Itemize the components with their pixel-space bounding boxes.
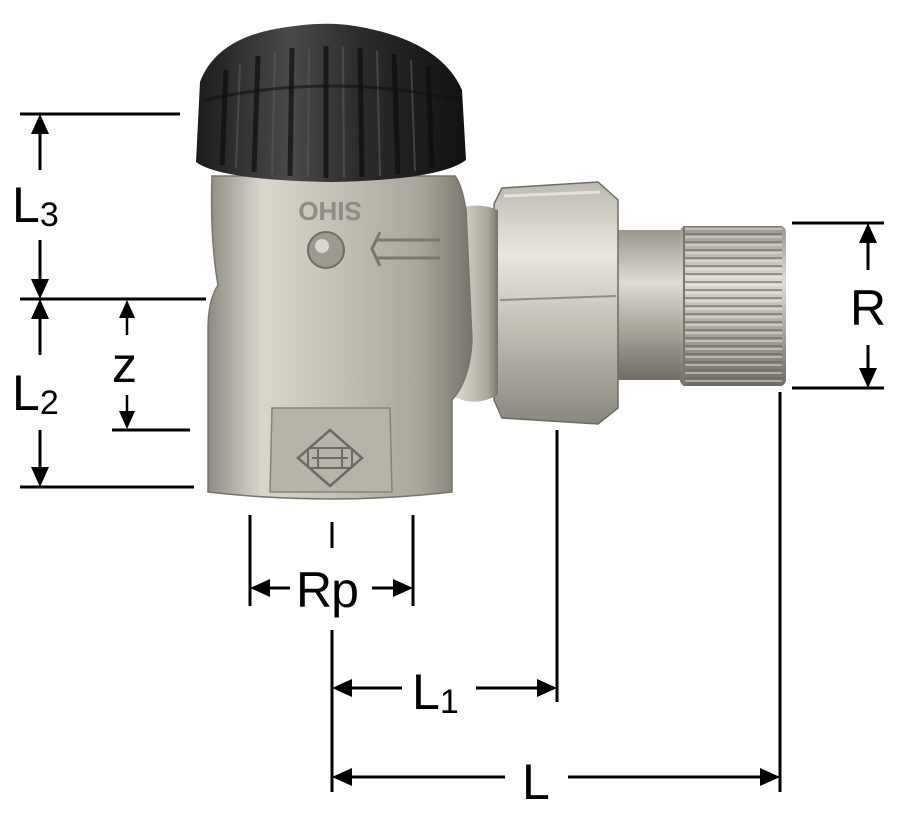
dimension-l1 <box>332 430 559 702</box>
label-l1: L1 <box>412 664 459 721</box>
flow-arrow-marking <box>370 231 440 267</box>
dimension-l3 <box>31 114 49 299</box>
label-l2: L2 <box>12 365 59 422</box>
body-marking: SIHO <box>298 196 362 226</box>
valve-cap <box>196 23 466 182</box>
label-l3: L3 <box>12 177 59 234</box>
manufacturer-emblem <box>296 428 364 488</box>
valve-body: SIHO <box>207 175 473 500</box>
union-nut <box>493 181 619 425</box>
label-rp: Rp <box>296 562 359 618</box>
dimension-l2 <box>31 299 49 487</box>
valve-illustration: SIHO <box>196 23 786 500</box>
label-z: z <box>112 337 137 393</box>
label-r: R <box>850 280 886 336</box>
dimension-r <box>792 221 884 390</box>
threaded-outlet <box>614 226 786 386</box>
dimension-z <box>119 300 135 429</box>
dimension-l <box>332 392 782 792</box>
label-l: L <box>522 754 550 810</box>
dimension-lines <box>20 112 884 792</box>
dimension-rp <box>248 515 415 606</box>
